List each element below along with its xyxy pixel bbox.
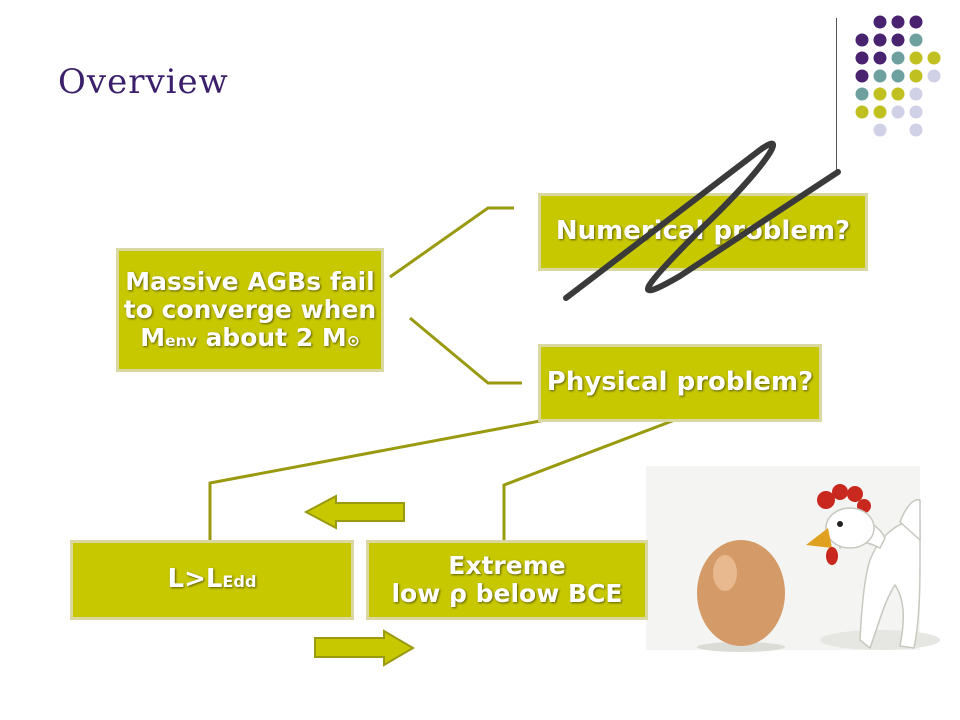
decor-dot <box>891 33 905 47</box>
l-ledd-main: L>L <box>167 564 223 595</box>
connector-main-numerical <box>389 206 514 279</box>
decor-dot <box>891 105 905 119</box>
right-arrow-icon <box>314 629 415 667</box>
decor-divider <box>836 18 837 170</box>
physical-problem-label: Physical problem? <box>546 367 814 398</box>
edd-subscript: Edd <box>222 572 257 592</box>
decor-dot <box>873 105 887 119</box>
decor-dot <box>873 87 887 101</box>
massive-agbs-line3: Menv about 2 M⊙ <box>124 324 376 352</box>
decor-dot <box>927 69 941 83</box>
massive-agbs-line1: Massive AGBs fail <box>125 267 375 296</box>
decor-dot <box>873 15 887 29</box>
decor-dot <box>909 123 923 137</box>
decor-dot <box>855 69 869 83</box>
page-title: Overview <box>58 62 229 102</box>
env-subscript: env <box>165 332 197 350</box>
l-greater-ledd-text: L>LEdd <box>168 565 257 594</box>
massive-agbs-box: Massive AGBs fail to converge when Menv … <box>116 248 384 372</box>
numerical-problem-box: Numerical problem? <box>538 193 868 271</box>
decor-dot <box>909 51 923 65</box>
decor-dot <box>909 15 923 29</box>
decor-dot <box>909 69 923 83</box>
extreme-low-rho-text: Extreme low ρ below BCE <box>391 552 622 608</box>
connector-main-physical <box>409 316 522 385</box>
extreme-line1: Extreme <box>448 551 566 580</box>
decor-dot <box>855 87 869 101</box>
decor-dot <box>873 123 887 137</box>
extreme-low-rho-box: Extreme low ρ below BCE <box>366 540 648 620</box>
decor-dot <box>891 69 905 83</box>
decor-dot <box>855 51 869 65</box>
l-greater-ledd-box: L>LEdd <box>70 540 354 620</box>
m-env-symbol: M <box>140 323 166 352</box>
decor-dot <box>873 69 887 83</box>
decor-dot <box>909 87 923 101</box>
connector-physical-ledd <box>208 416 557 542</box>
sun-subscript: ⊙ <box>346 332 360 350</box>
decor-dot <box>909 33 923 47</box>
connector-physical-extreme <box>502 416 681 542</box>
decor-dot <box>873 33 887 47</box>
decor-dot <box>855 33 869 47</box>
numerical-problem-label: Numerical problem? <box>555 216 851 247</box>
decor-dot <box>855 105 869 119</box>
left-arrow-icon <box>303 494 405 530</box>
about-2-m-text: about 2 M <box>196 323 347 352</box>
chicken-and-egg-icon <box>646 466 940 652</box>
decor-dot <box>927 51 941 65</box>
decor-dot <box>891 51 905 65</box>
decor-dot <box>891 87 905 101</box>
massive-agbs-text: Massive AGBs fail to converge when Menv … <box>124 268 376 352</box>
decor-dot <box>891 15 905 29</box>
massive-agbs-line2: to converge when <box>123 295 377 324</box>
physical-problem-box: Physical problem? <box>538 344 822 422</box>
decor-dot <box>873 51 887 65</box>
decor-dot <box>909 105 923 119</box>
extreme-line2: low ρ below BCE <box>391 579 623 608</box>
